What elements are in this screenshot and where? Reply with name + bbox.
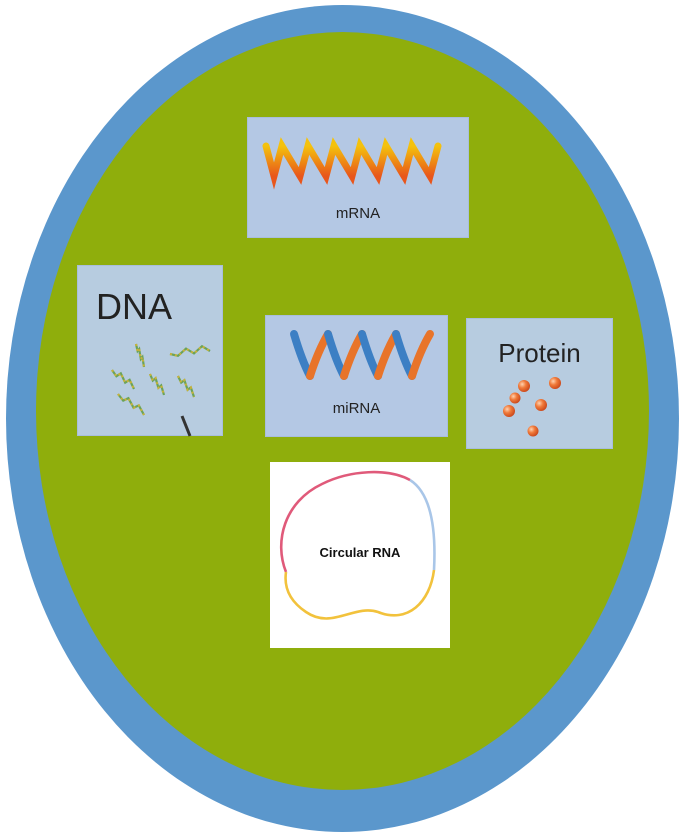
- mrna-helix-icon: [262, 137, 442, 190]
- mrna-label: mRNA: [335, 205, 381, 222]
- mirna-card: miRNA: [265, 315, 448, 437]
- mrna-card: mRNA: [247, 117, 469, 238]
- protein-spheres-icon: [503, 377, 561, 437]
- dna-card: DNA: [77, 265, 223, 437]
- circular-rna-label: Circular RNA: [319, 545, 401, 560]
- mirna-helix-icon: [290, 330, 434, 380]
- mirna-label: miRNA: [332, 400, 381, 417]
- dna-label: DNA: [96, 286, 173, 327]
- protein-label: Protein: [498, 338, 581, 368]
- circular-rna-card: Circular RNA: [270, 462, 450, 648]
- dna-strands-icon: [111, 343, 211, 437]
- circular-rna-loop-icon: [279, 470, 436, 620]
- protein-card: Protein: [466, 318, 613, 449]
